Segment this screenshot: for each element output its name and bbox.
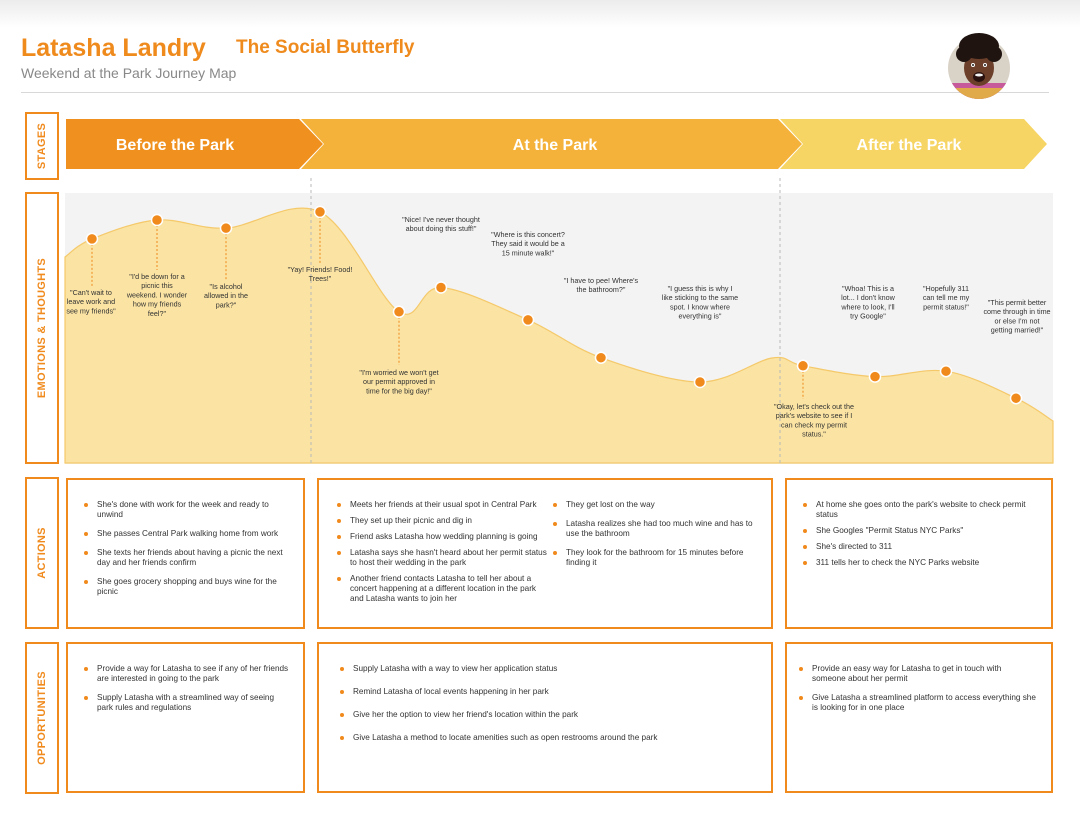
emotion-point [868, 370, 882, 383]
emotion-point [521, 313, 535, 327]
emotion-quote: "Yay! Friends! Food!Trees!" [288, 265, 353, 283]
actions-before-list: She's done with work for the week and re… [82, 500, 292, 597]
emotion-point [939, 364, 953, 378]
list-item: Give Latasha a streamlined platform to a… [797, 693, 1037, 713]
actions-after-box: At home she goes onto the park's website… [785, 478, 1053, 629]
stages-arrows: Before the Park At the Park After the Pa… [66, 119, 1047, 169]
emotions-row-label: EMOTIONS & THOUGHTS [25, 192, 59, 464]
emotion-quote: "Where is this concert?They said it woul… [491, 230, 565, 257]
emotion-point [693, 375, 707, 389]
stage-arrow-before [780, 119, 1047, 169]
opportunities-at-box: Supply Latasha with a way to view her ap… [317, 642, 773, 793]
list-item: She's directed to 311 [801, 542, 1046, 552]
list-item: They set up their picnic and dig in [335, 516, 547, 526]
opportunities-at-list: Supply Latasha with a way to view her ap… [338, 664, 758, 743]
emotion-point [392, 305, 406, 319]
list-item: Meets her friends at their usual spot in… [335, 500, 547, 510]
actions-after-list: At home she goes onto the park's website… [801, 500, 1046, 568]
list-item: Supply Latasha with a streamlined way of… [82, 693, 292, 713]
stage-label-before: Before the Park [116, 137, 234, 154]
list-item: She goes grocery shopping and buys wine … [82, 577, 292, 597]
list-item: Provide an easy way for Latasha to get i… [797, 664, 1037, 684]
list-item: Friend asks Latasha how wedding planning… [335, 532, 547, 542]
actions-row-label: ACTIONS [25, 477, 59, 629]
stage-arrow-at [301, 119, 802, 169]
persona-name: Latasha Landry [21, 34, 206, 62]
list-item: Give her the option to view her friend's… [338, 710, 758, 720]
list-item: Latasha realizes she had too much wine a… [551, 519, 761, 539]
emotion-point [150, 213, 164, 227]
actions-at-box: Meets her friends at their usual spot in… [317, 478, 773, 629]
emotion-point [313, 205, 327, 219]
list-item: She passes Central Park walking home fro… [82, 529, 292, 539]
list-item: Supply Latasha with a way to view her ap… [338, 664, 758, 674]
journey-map-title: Weekend at the Park Journey Map [21, 65, 237, 81]
list-item: Another friend contacts Latasha to tell … [335, 574, 547, 604]
actions-at-list-left: Meets her friends at their usual spot in… [335, 500, 547, 604]
opportunities-after-box: Provide an easy way for Latasha to get i… [785, 642, 1053, 793]
emotion-point [1009, 391, 1023, 405]
list-item: Provide a way for Latasha to see if any … [82, 664, 292, 684]
stages-row-label: STAGES [25, 112, 59, 180]
emotion-curve-area [64, 207, 1054, 464]
opportunities-row-label: OPPORTUNITIES [25, 642, 59, 794]
persona-avatar [948, 33, 1010, 99]
opportunities-before-box: Provide a way for Latasha to see if any … [66, 642, 305, 793]
emotion-point [434, 281, 448, 294]
list-item: She texts her friends about having a pic… [82, 548, 292, 568]
opportunities-after-list: Provide an easy way for Latasha to get i… [797, 664, 1037, 713]
stage-arrow-after [66, 119, 323, 169]
list-item: Give Latasha a method to locate amenitie… [338, 733, 758, 743]
actions-at-list-right: They get lost on the way Latasha realize… [551, 500, 761, 568]
stage-label-after: After the Park [857, 137, 962, 154]
stage-label-at: At the Park [513, 137, 598, 154]
emotion-point [219, 221, 233, 235]
emotion-point [594, 351, 608, 364]
list-item: She Googles "Permit Status NYC Parks" [801, 526, 1046, 536]
emotion-point [796, 359, 810, 373]
list-item: At home she goes onto the park's website… [801, 500, 1046, 520]
emotion-point [85, 232, 99, 246]
actions-before-box: She's done with work for the week and re… [66, 478, 305, 629]
list-item: Latasha says she hasn't heard about her … [335, 548, 547, 568]
persona-tagline: The Social Butterfly [236, 37, 415, 58]
list-item: They get lost on the way [551, 500, 761, 510]
list-item: She's done with work for the week and re… [82, 500, 292, 520]
list-item: They look for the bathroom for 15 minute… [551, 548, 761, 568]
header-divider [21, 92, 1049, 93]
list-item: 311 tells her to check the NYC Parks web… [801, 558, 1046, 568]
list-item: Remind Latasha of local events happening… [338, 687, 758, 697]
opportunities-before-list: Provide a way for Latasha to see if any … [82, 664, 292, 713]
